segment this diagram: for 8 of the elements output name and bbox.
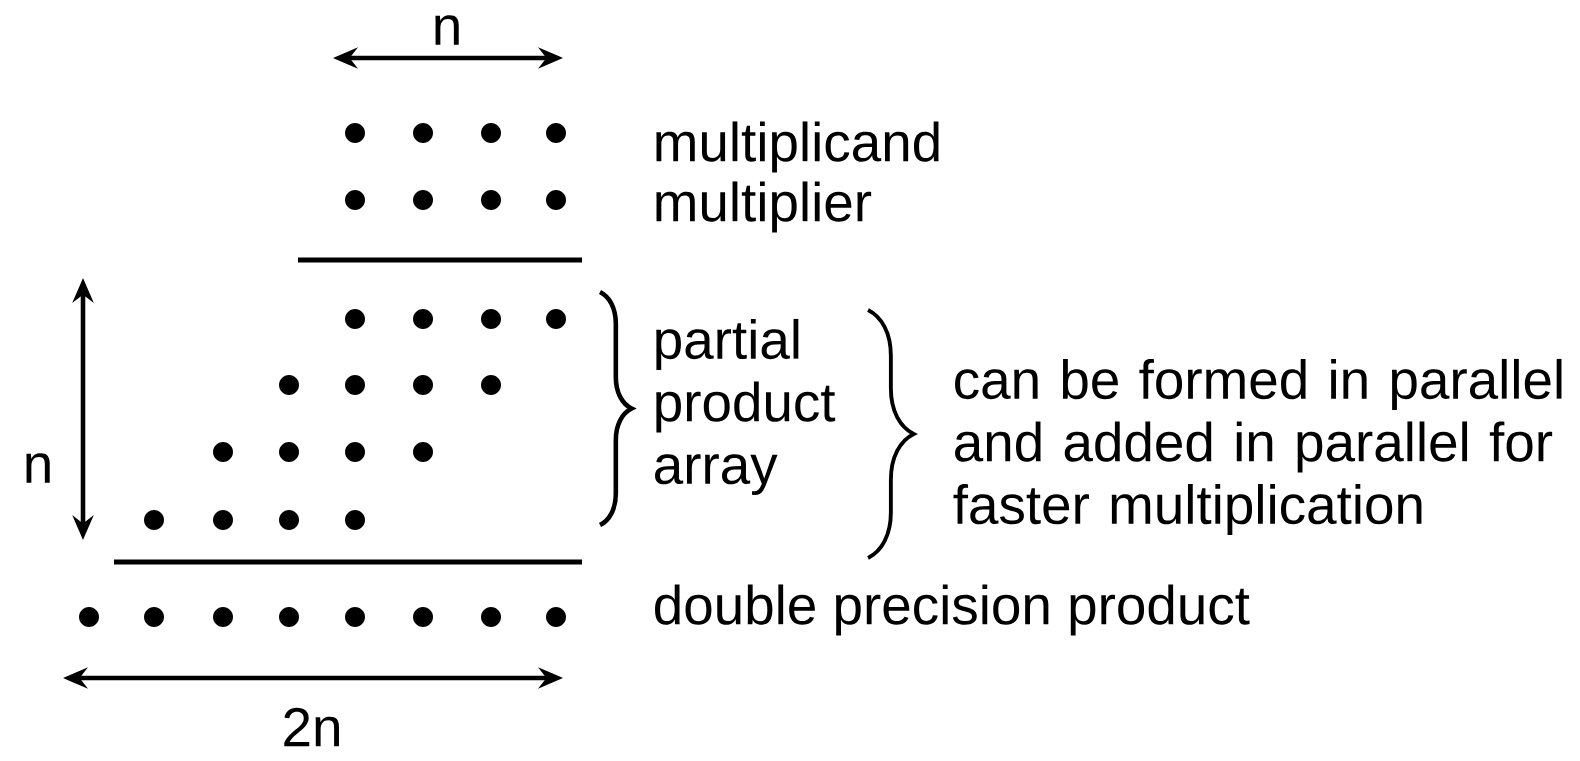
dimension-label: n bbox=[435, 15, 459, 45]
row-label: multiplier bbox=[656, 181, 872, 233]
row-label: partial product array bbox=[655, 318, 836, 496]
row-label: multiplicand bbox=[656, 121, 939, 173]
annotation-text: can be formed in parallel and added in parallel for faster multiplication bbox=[953, 358, 1562, 536]
dimension-label: n bbox=[26, 453, 50, 483]
row-label: double precision product bbox=[655, 584, 1250, 636]
dimension-label: 2n bbox=[284, 707, 339, 747]
